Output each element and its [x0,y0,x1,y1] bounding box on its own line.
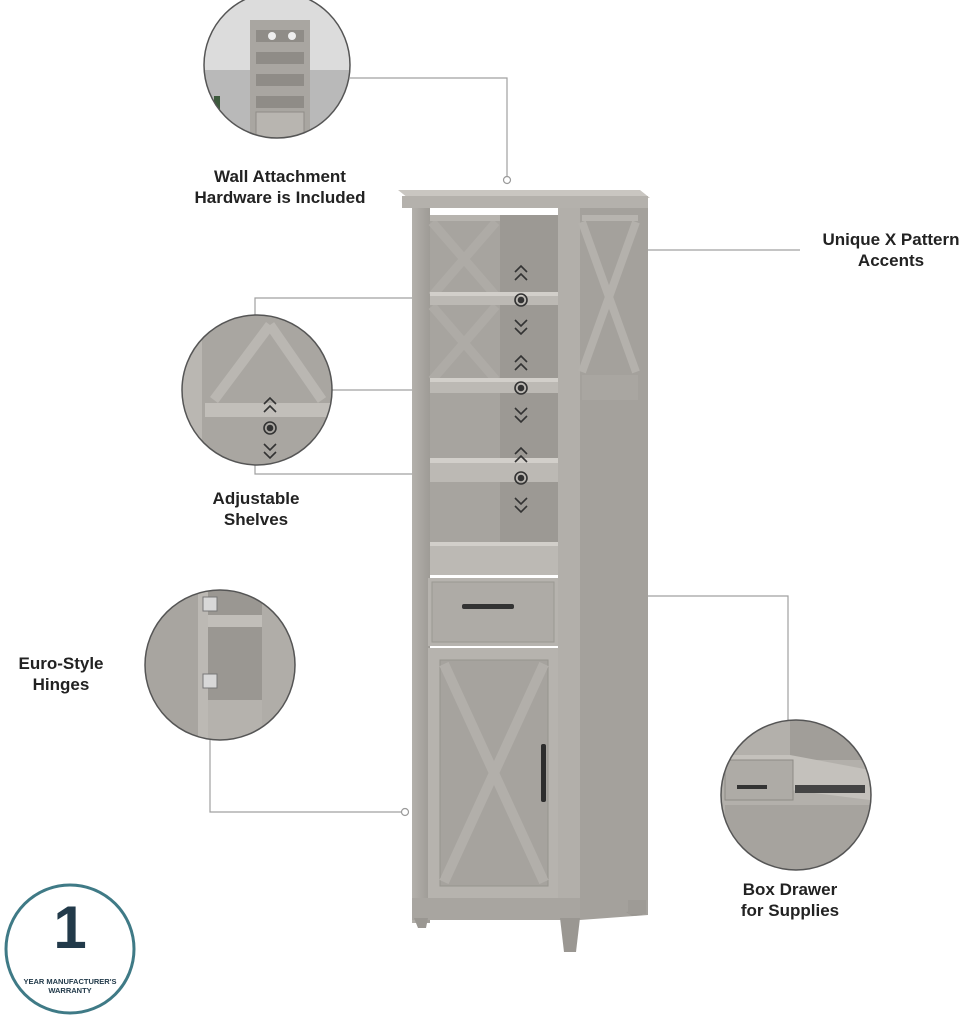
callout-box-drawer: Box Drawer for Supplies [740,880,840,920]
detail-euro-hinges [144,589,296,741]
warranty-text: YEAR MANUFACTURER'S WARRANTY [23,977,117,995]
adjust-shelf-icon [514,264,528,514]
callout-euro-hinges: Euro-Style Hinges [18,654,104,694]
callout-adjustable-shelves: Adjustable Shelves [212,489,300,529]
drawer-handle-icon [462,604,514,609]
linen-cabinet [398,190,650,952]
detail-wall-attachment [203,0,351,139]
callout-wall-attachment: Wall Attachment Hardware is Included [194,167,366,207]
detail-adjustable-shelves [181,314,333,466]
warranty-badge: 1 YEAR MANUFACTURER'S WARRANTY [6,885,134,1013]
warranty-years: 1 [53,894,87,961]
x-pattern-accent [428,219,500,383]
warranty-badge-ring [4,883,136,1015]
door-handle-icon [541,744,546,802]
callout-x-pattern: Unique X Pattern Accents [822,230,960,270]
detail-box-drawer [720,719,872,871]
